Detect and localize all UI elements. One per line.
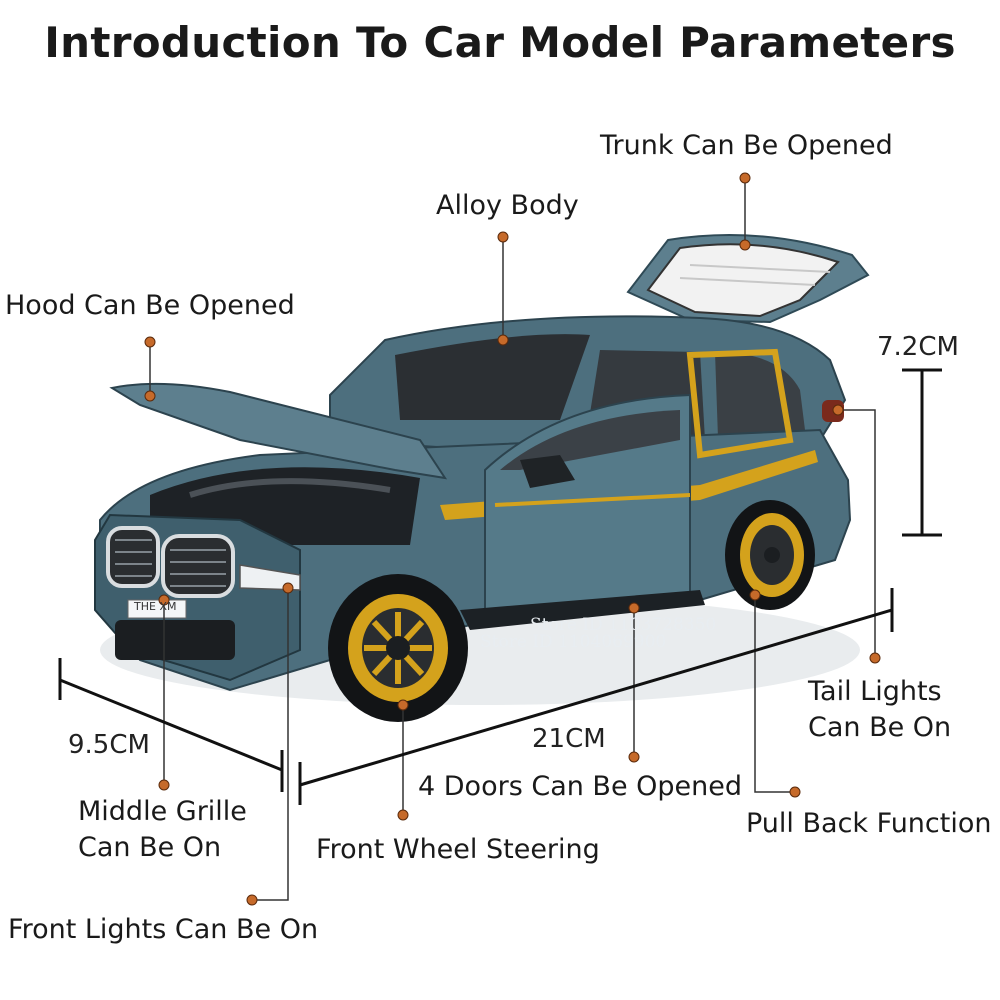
label-front-lights: Front Lights Can Be On — [8, 914, 319, 945]
label-alloy-body: Alloy Body — [436, 190, 579, 221]
dimension-width-label: 9.5CM — [68, 730, 150, 760]
label-pull-back: Pull Back Function — [746, 808, 992, 839]
label-middle-grille-1: Middle Grille — [78, 796, 247, 827]
rear-wheel — [725, 500, 815, 610]
label-tail-lights-2: Can Be On — [808, 712, 952, 743]
license-plate — [127, 599, 187, 619]
callout-dots — [144, 172, 881, 906]
trunk-lid — [626, 234, 870, 324]
label-middle-grille-2: Can Be On — [78, 832, 222, 863]
dimension-height-label: 7.2CM — [877, 332, 959, 362]
car-body — [94, 315, 852, 692]
front-wheel — [328, 574, 468, 722]
label-tail-lights-1: Tail Lights — [808, 676, 942, 707]
dimension-length-label: 21CM — [532, 724, 606, 754]
dimension-bars — [58, 368, 942, 805]
label-hood: Hood Can Be Opened — [5, 290, 295, 321]
callout-lines — [149, 178, 876, 901]
watermark-2: Store ID 1104069900 — [480, 632, 667, 652]
watermark-1: Store ID 1103728350 — [530, 615, 717, 635]
left-grille — [106, 526, 160, 588]
label-trunk: Trunk Can Be Opened — [600, 130, 893, 161]
plate-text: THE XM — [134, 600, 177, 613]
page-title: Introduction To Car Model Parameters — [44, 18, 956, 67]
label-doors: 4 Doors Can Be Opened — [418, 771, 743, 802]
label-front-wheel: Front Wheel Steering — [316, 834, 600, 865]
